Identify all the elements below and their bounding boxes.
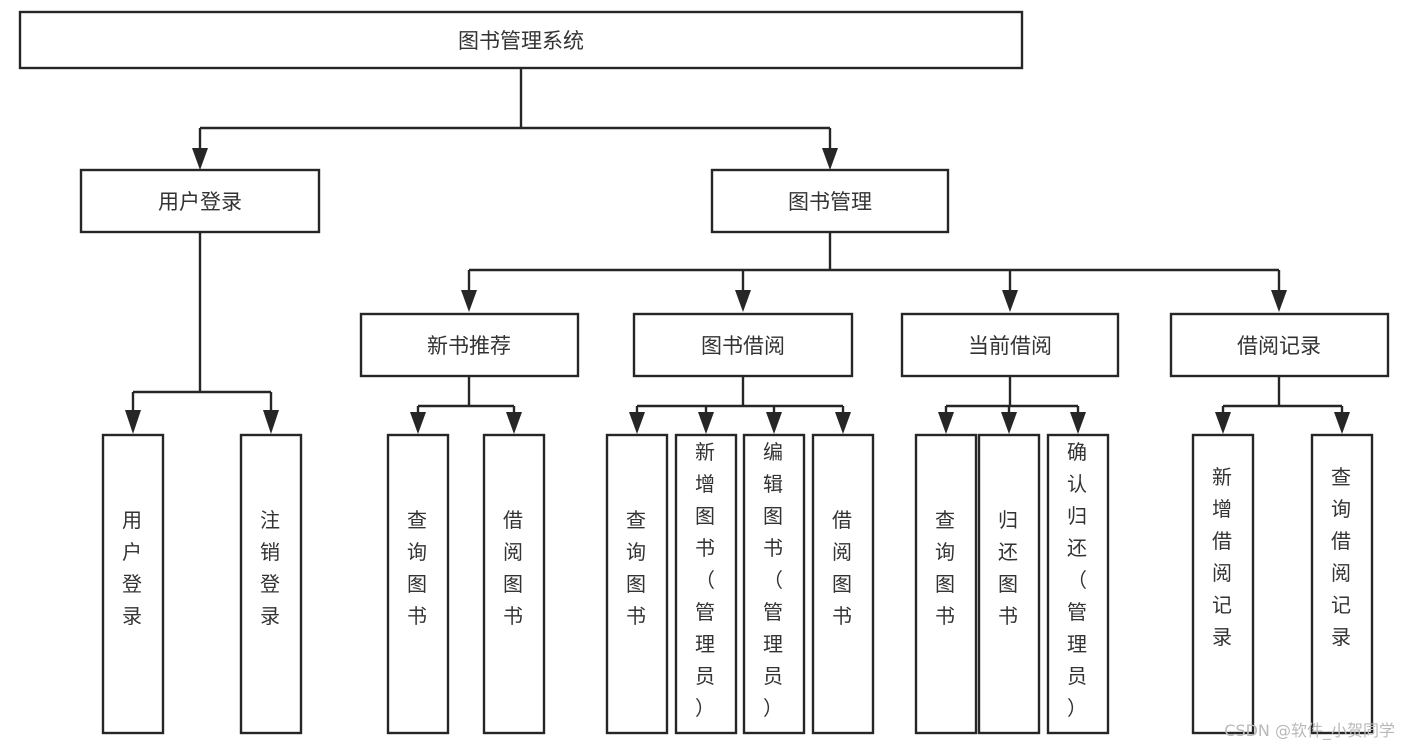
node-label-user-login: 用户登录 [158, 190, 242, 214]
node-box-user-login[interactable] [79, 168, 321, 234]
node-label-leaf-br-add-record: 新增借阅记录 [1212, 465, 1234, 649]
node-box-leaf-br-add-record[interactable] [1191, 433, 1255, 735]
node-label-leaf-cb-query-book: 查询图书 [935, 508, 957, 628]
leaf-br-add-record[interactable]: 新增借阅记录 [1191, 433, 1255, 735]
leaf-bb-edit-book[interactable]: 编辑图书（管理员） [742, 433, 806, 735]
arrowhead-nbr-query-book [410, 412, 426, 434]
node-new-book-recommend[interactable]: 新书推荐 [359, 312, 580, 378]
arrowhead-user-login [192, 148, 208, 170]
node-label-new-book-recommend: 新书推荐 [427, 334, 511, 358]
node-box-leaf-user-login[interactable] [101, 433, 165, 735]
node-label-current-borrow: 当前借阅 [968, 334, 1052, 358]
arrowhead-borrow-record [1271, 290, 1287, 312]
node-box-leaf-nbr-borrow-book[interactable] [482, 433, 546, 735]
node-box-leaf-bb-borrow-book[interactable] [811, 433, 875, 735]
arrowhead-bb-add-book [698, 412, 714, 434]
arrowhead-book-mgmt [822, 148, 838, 170]
node-label-leaf-logout: 注销登录 [260, 508, 282, 628]
arrowhead-cb-return-book [1001, 412, 1017, 434]
node-box-leaf-nbr-query-book[interactable] [386, 433, 450, 735]
node-box-new-book-recommend[interactable] [359, 312, 580, 378]
node-label-leaf-bb-query-book: 查询图书 [626, 508, 648, 628]
connector-layer [125, 68, 1350, 434]
node-box-current-borrow[interactable] [900, 312, 1120, 378]
node-box-borrow-record[interactable] [1169, 312, 1390, 378]
node-borrow-record[interactable]: 借阅记录 [1169, 312, 1390, 378]
node-label-leaf-cb-confirm-return: 确认归还（管理员） [1067, 440, 1089, 720]
arrowhead-bb-edit-book [766, 412, 782, 434]
leaf-cb-confirm-return[interactable]: 确认归还（管理员） [1046, 433, 1110, 735]
node-book-borrow[interactable]: 图书借阅 [632, 312, 854, 378]
node-box-book-management[interactable] [710, 168, 950, 234]
node-box-root[interactable] [18, 10, 1024, 70]
arrowhead-bb-borrow-book [835, 412, 851, 434]
arrowhead-nbr-borrow-book [506, 412, 522, 434]
node-box-leaf-cb-confirm-return[interactable] [1046, 433, 1110, 735]
node-box-leaf-cb-return-book[interactable] [977, 433, 1041, 735]
arrowhead-bb-query-book [629, 412, 645, 434]
leaf-bb-add-book[interactable]: 新增图书（管理员） [674, 433, 738, 735]
node-label-root: 图书管理系统 [458, 29, 584, 53]
node-label-leaf-br-query-record: 查询借阅记录 [1331, 465, 1353, 649]
leaf-br-query-record[interactable]: 查询借阅记录 [1310, 433, 1374, 735]
node-box-leaf-br-query-record[interactable] [1310, 433, 1374, 735]
node-box-book-borrow[interactable] [632, 312, 854, 378]
node-label-borrow-record: 借阅记录 [1237, 334, 1321, 358]
node-current-borrow[interactable]: 当前借阅 [900, 312, 1120, 378]
arrowhead-current-borrow [1002, 290, 1018, 312]
leaf-nbr-query-book[interactable]: 查询图书 [386, 433, 450, 735]
arrowhead-cb-confirm-return [1070, 412, 1086, 434]
node-label-leaf-user-login: 用户登录 [122, 508, 144, 628]
node-box-leaf-logout[interactable] [239, 433, 303, 735]
node-label-leaf-bb-edit-book: 编辑图书（管理员） [763, 440, 785, 720]
node-box-leaf-bb-query-book[interactable] [605, 433, 669, 735]
node-label-leaf-nbr-query-book: 查询图书 [407, 508, 429, 628]
node-label-leaf-cb-return-book: 归还图书 [998, 508, 1020, 628]
leaf-cb-return-book[interactable]: 归还图书 [977, 433, 1041, 735]
node-label-leaf-bb-borrow-book: 借阅图书 [832, 508, 854, 628]
leaf-user-login-logout[interactable]: 注销登录 [239, 433, 303, 735]
node-label-book-management: 图书管理 [788, 190, 872, 214]
arrowhead-br-add-record [1215, 412, 1231, 434]
node-box-leaf-cb-query-book[interactable] [914, 433, 978, 735]
node-label-leaf-nbr-borrow-book: 借阅图书 [503, 508, 525, 628]
arrowhead-leaf-logout [263, 410, 279, 434]
arrowhead-br-query-record [1334, 412, 1350, 434]
node-user-login[interactable]: 用户登录 [79, 168, 321, 234]
node-box-leaf-bb-edit-book[interactable] [742, 433, 806, 735]
node-box-leaf-bb-add-book[interactable] [674, 433, 738, 735]
arrowhead-leaf-user-login [125, 410, 141, 434]
node-label-book-borrow: 图书借阅 [701, 334, 785, 358]
leaf-bb-borrow-book[interactable]: 借阅图书 [811, 433, 875, 735]
leaf-bb-query-book[interactable]: 查询图书 [605, 433, 669, 735]
leaf-nbr-borrow-book[interactable]: 借阅图书 [482, 433, 546, 735]
arrowhead-book-borrow [735, 290, 751, 312]
node-book-management[interactable]: 图书管理 [710, 168, 950, 234]
leaf-user-login-login[interactable]: 用户登录 [101, 433, 165, 735]
node-label-leaf-bb-add-book: 新增图书（管理员） [695, 440, 717, 720]
arrowhead-new-book-rec [461, 290, 477, 312]
leaf-cb-query-book[interactable]: 查询图书 [914, 433, 978, 735]
node-root-book-management-system[interactable]: 图书管理系统 [18, 10, 1024, 70]
arrowhead-cb-query-book [938, 412, 954, 434]
